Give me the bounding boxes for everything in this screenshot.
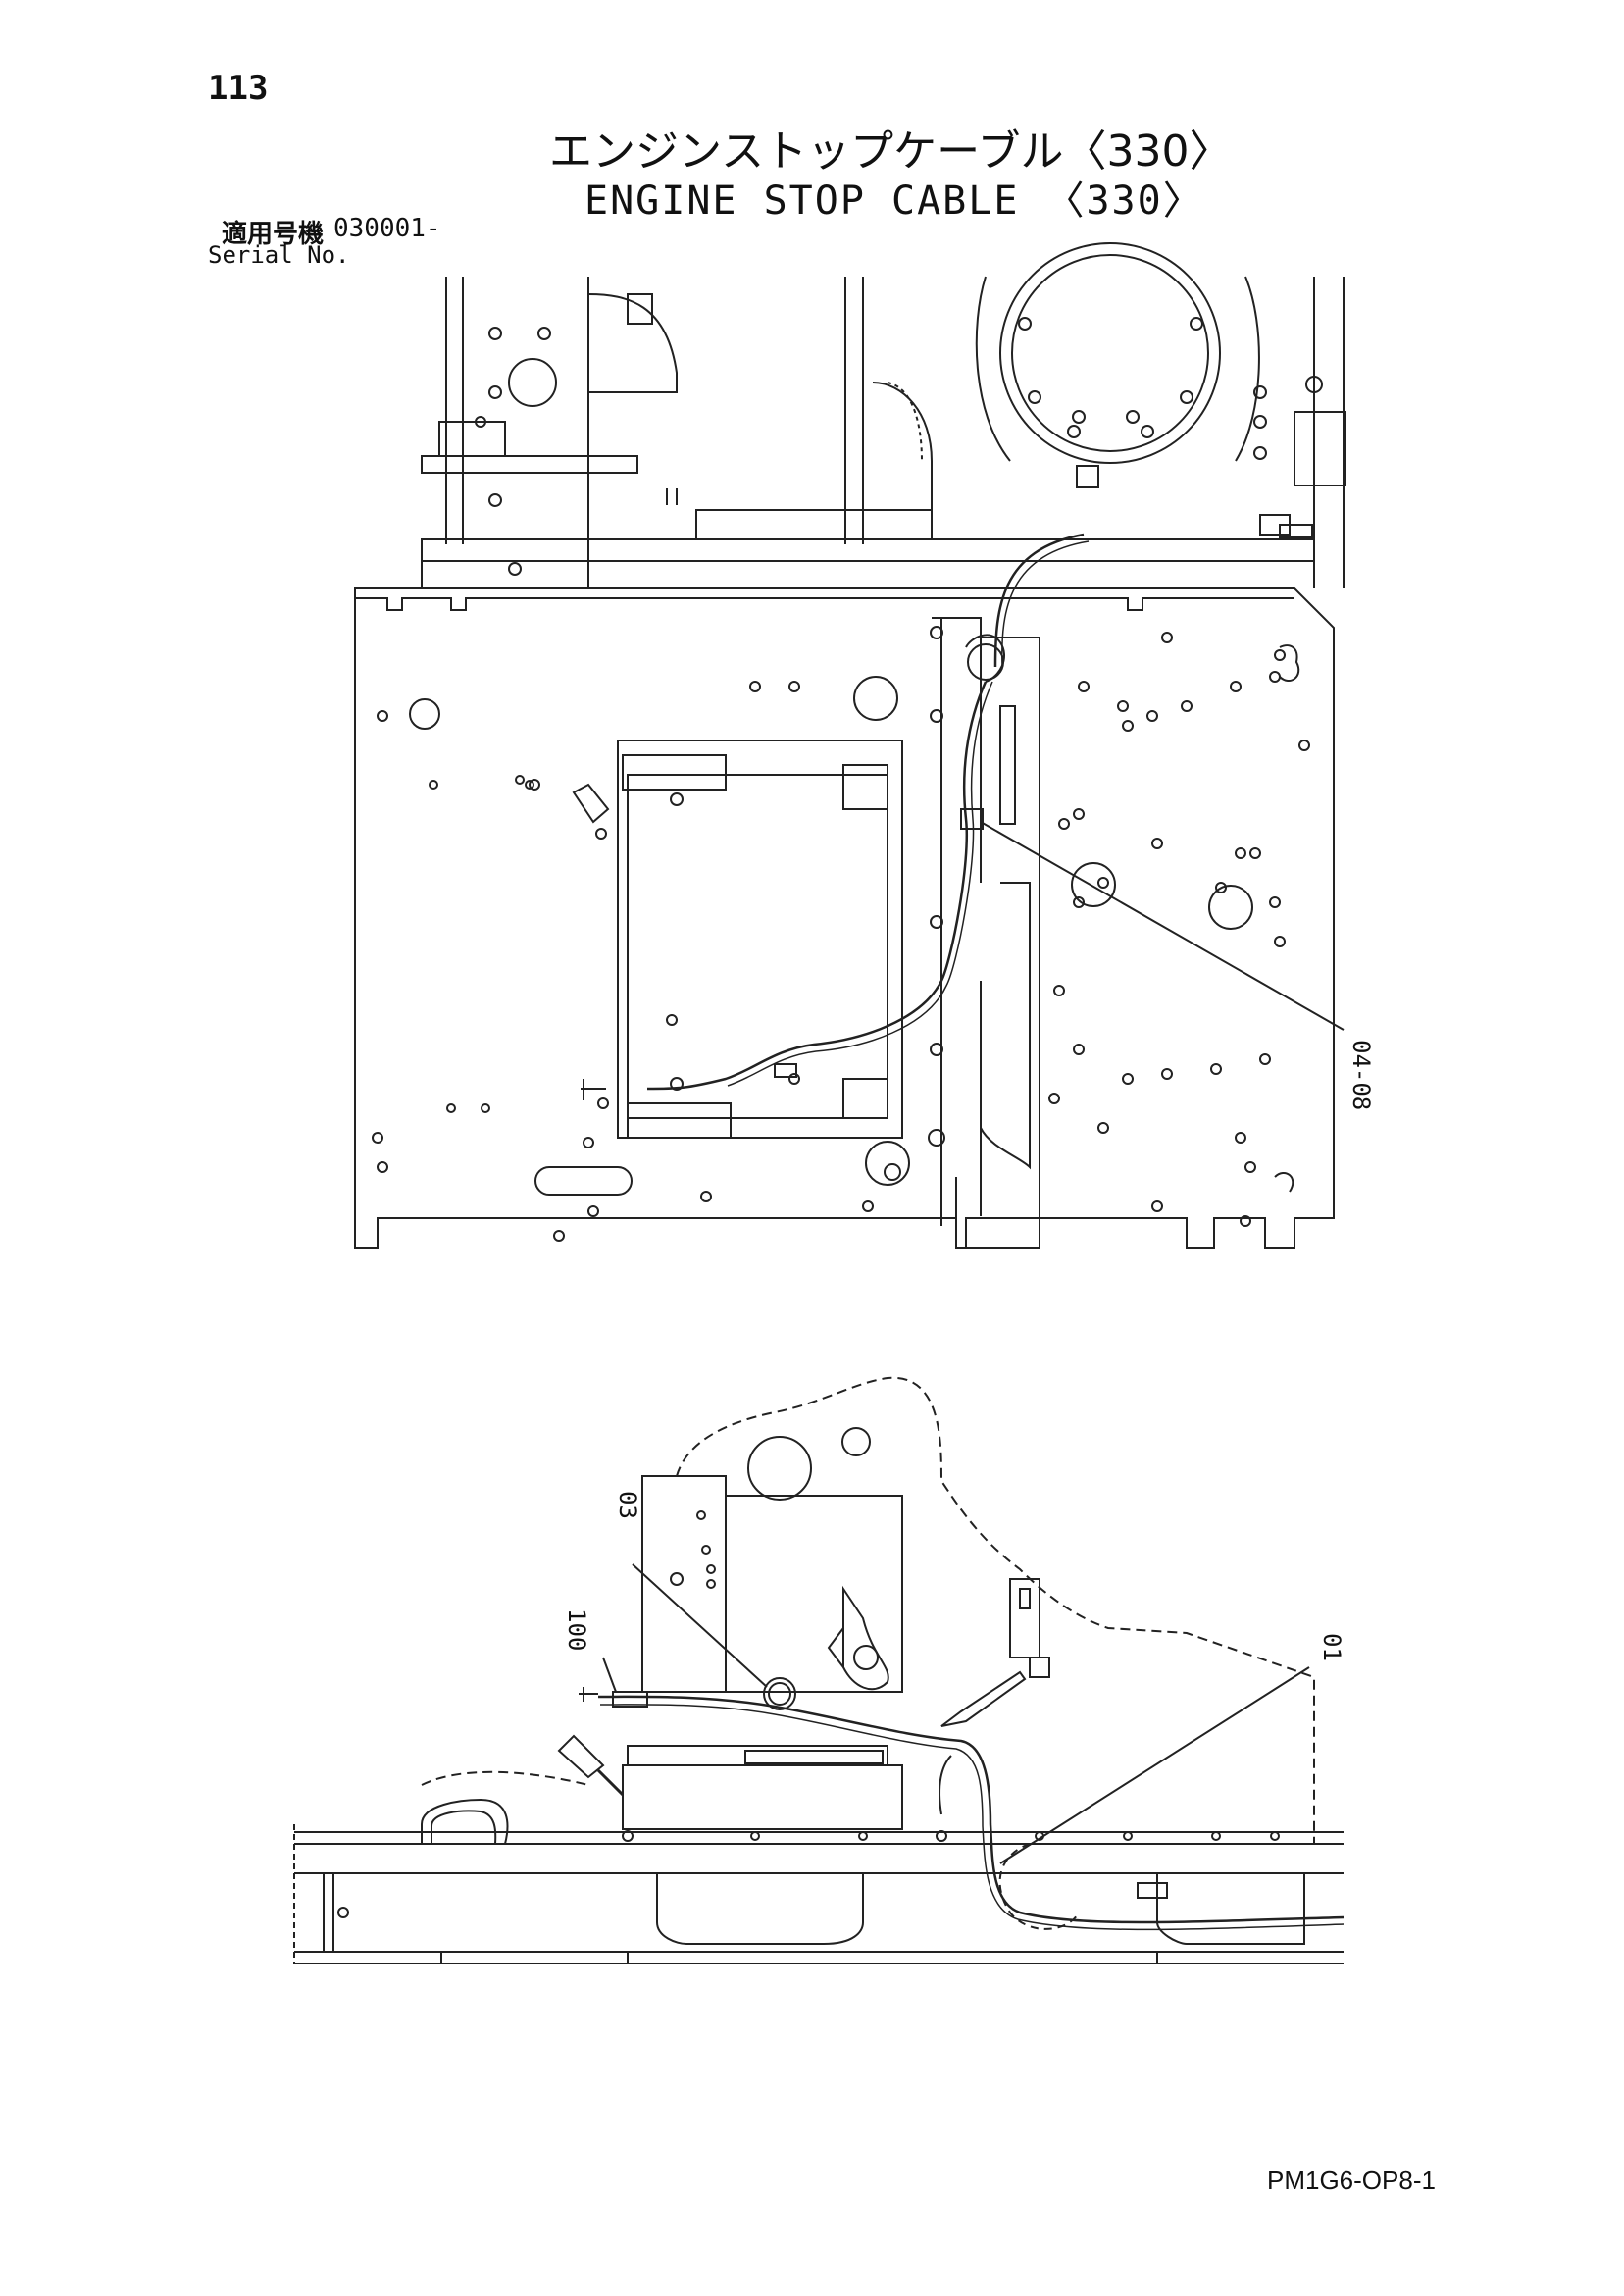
callout-04-08: 04-08: [1347, 1040, 1375, 1110]
top-view-drawing: [354, 242, 1346, 1249]
callout-01: 01: [1318, 1633, 1345, 1661]
serial-number-value: 030001-: [333, 214, 441, 243]
page-number: 113: [208, 69, 269, 108]
callout-100: 100: [563, 1608, 590, 1651]
document-code: PM1G6-OP8-1: [1267, 2166, 1436, 2195]
page-title-japanese: エンジンストップケーブル〈330〉: [549, 127, 1233, 177]
callout-03: 03: [614, 1491, 641, 1519]
side-view-drawing: [293, 1376, 1345, 1964]
serial-label-japanese: 適用号機: [222, 220, 325, 249]
serial-label-english: Serial No.: [208, 241, 350, 269]
page-title-english: ENGINE STOP CABLE 〈330〉: [584, 179, 1204, 224]
